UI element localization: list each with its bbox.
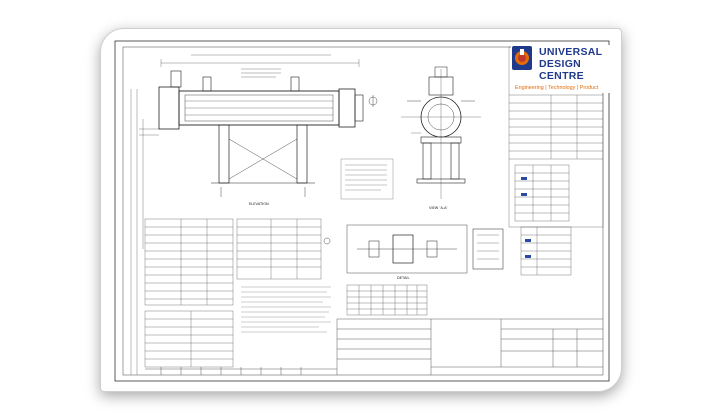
elevation-view-label: ELEVATION xyxy=(249,202,269,206)
shield-logo-icon xyxy=(512,46,532,70)
north-arrow xyxy=(323,95,378,245)
logo-tagline: Engineering | Technology | Product xyxy=(515,85,599,91)
detail-view-label: DETAIL xyxy=(397,276,409,280)
drawing-sheet: ELEVATION VIEW 'A-A' xyxy=(100,28,622,392)
nozzle-schedule xyxy=(346,284,428,316)
elevation-view xyxy=(139,54,364,197)
data-table-middle xyxy=(236,218,322,280)
title-block xyxy=(145,318,603,375)
side-view-label: VIEW 'A-A' xyxy=(429,206,448,210)
logo-line-3: CENTRE xyxy=(539,70,584,82)
detail-view xyxy=(346,224,504,274)
logo-line-2: DESIGN xyxy=(539,58,582,70)
data-table-left xyxy=(144,218,234,368)
left-revision-strip xyxy=(130,89,144,375)
engineering-drawing: ELEVATION VIEW 'A-A' xyxy=(114,40,610,382)
side-view xyxy=(401,66,481,199)
company-logo: UNIVERSAL DESIGN CENTRE Engineering | Te… xyxy=(511,45,611,93)
general-notes xyxy=(241,286,331,333)
notes-legend xyxy=(340,158,394,200)
logo-line-1: UNIVERSAL xyxy=(539,46,603,58)
